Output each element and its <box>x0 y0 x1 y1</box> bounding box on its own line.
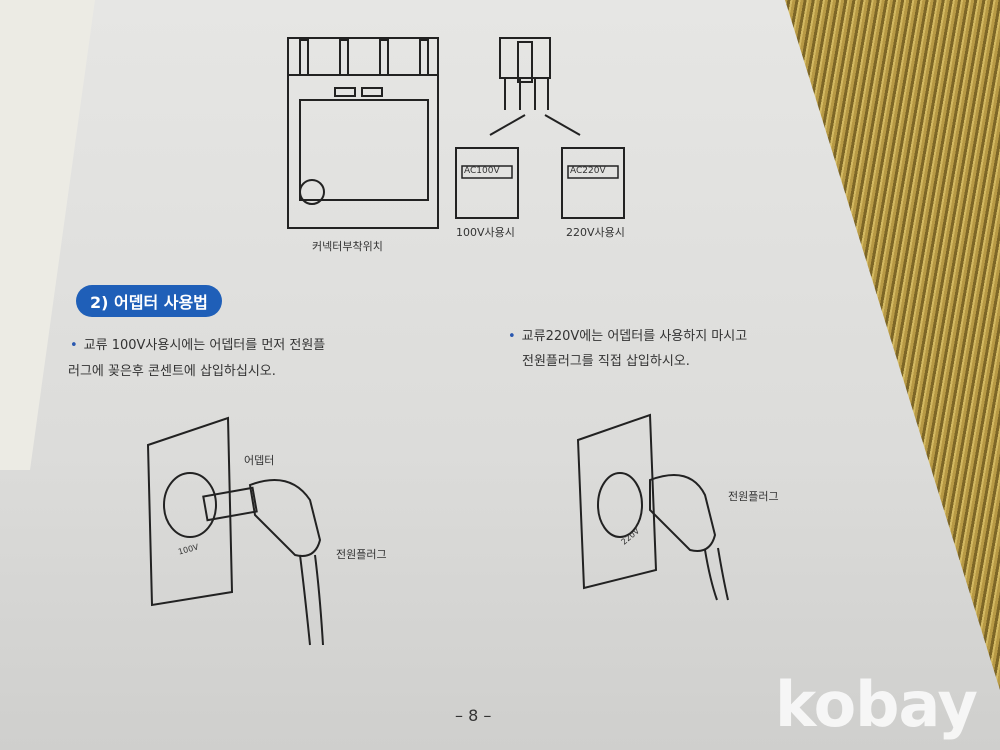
page-number: – 8 – <box>455 706 492 725</box>
plug-label-left: 전원플러그 <box>336 548 387 561</box>
label-220v: 220V사용시 <box>566 226 625 239</box>
bullet-icon: • <box>70 338 78 353</box>
tag-220v: AC220V <box>570 166 606 176</box>
adapter-label: 어뎁터 <box>244 454 275 467</box>
device-diagram <box>287 37 625 229</box>
watermark: kobay <box>775 668 978 741</box>
plug-label-right: 전원플러그 <box>728 490 779 503</box>
text: 교류 100V사용시에는 어뎁터를 먼저 전원플 <box>83 338 326 353</box>
bullet-icon: • <box>508 329 516 344</box>
left-instruction-line-1: • 교류 100V사용시에는 어뎁터를 먼저 전원플 <box>70 334 325 353</box>
right-instruction-line-2: 전원플러그를 직접 삽입하시오. <box>522 354 690 369</box>
section-title: 2) 어뎁터 사용법 <box>76 285 222 317</box>
tag-100v: AC100V <box>464 166 500 176</box>
left-instruction-line-2: 러그에 꽂은후 콘센트에 삽입하십시오. <box>68 364 276 379</box>
right-instruction-line-1: • 교류220V에는 어뎁터를 사용하지 마시고 <box>508 325 747 344</box>
connector-label: 커넥터부착위치 <box>312 240 383 253</box>
text: 교류220V에는 어뎁터를 사용하지 마시고 <box>521 329 748 344</box>
label-100v: 100V사용시 <box>456 226 515 239</box>
